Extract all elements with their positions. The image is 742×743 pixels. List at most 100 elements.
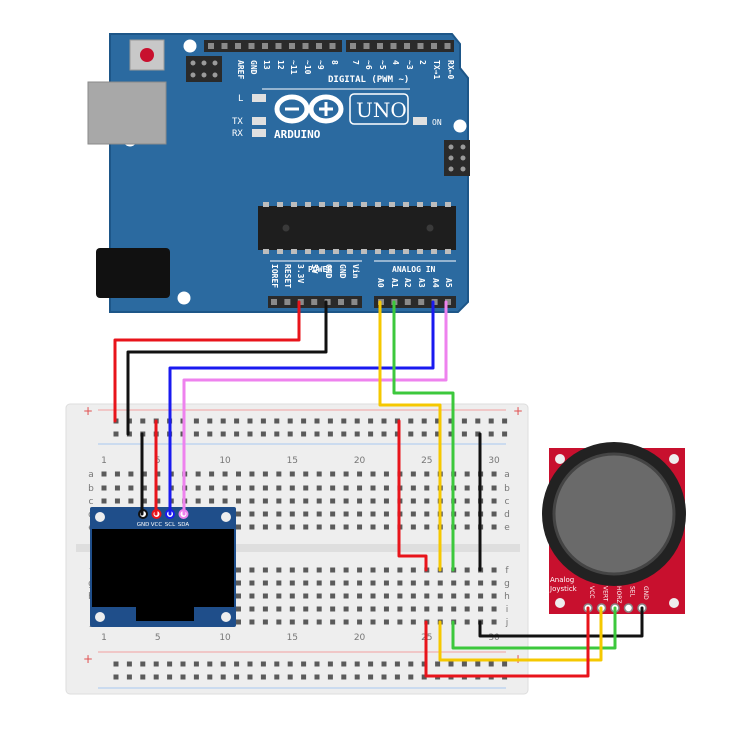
led-l (252, 94, 266, 102)
digital-pin-label: RX←0 (446, 60, 455, 79)
reset-button-cap[interactable] (140, 48, 154, 62)
arduino-model: UNO (356, 98, 407, 122)
analog-header-label: ANALOG IN (392, 265, 436, 274)
mounting-hole (453, 119, 467, 133)
led-l-label: L (238, 94, 243, 104)
row-letter: f (505, 566, 509, 576)
column-number: 25 (421, 456, 432, 466)
row-letter: b (88, 484, 94, 494)
digital-pin-label: ~11 (289, 60, 298, 75)
column-number: 10 (219, 456, 231, 466)
column-number: 30 (488, 633, 500, 643)
power-pin-label: RESET (283, 264, 292, 288)
arduino-brand: ARDUINO (274, 128, 321, 141)
row-letter: g (504, 579, 510, 589)
digital-pin-label: 7 (351, 60, 360, 65)
led-rx-label: RX (232, 129, 243, 139)
wire-3v3-red[interactable] (113, 300, 301, 423)
oled-pin-label: GND (137, 522, 150, 528)
digital-pin-label: 4 (391, 60, 400, 65)
digital-pin-label: ~6 (364, 60, 373, 70)
digital-pin-label: ~9 (316, 60, 325, 70)
joystick-pin-label: HORZ (615, 586, 622, 604)
analog-pin-label: A2 (403, 278, 412, 288)
row-letter: c (89, 497, 94, 507)
digital-pin-label: ~10 (303, 60, 312, 75)
row-letter: e (504, 523, 510, 533)
rail-plus-sign: + (513, 404, 523, 418)
led-rx (252, 129, 266, 137)
column-number: 15 (287, 633, 298, 643)
analog-pin-label: A3 (417, 278, 426, 288)
led-tx-label: TX (232, 117, 243, 127)
digital-pin-label: ~5 (378, 60, 387, 70)
digital-pin-label: ~3 (405, 60, 414, 70)
wire-joy-gnd[interactable] (478, 606, 644, 638)
analog-header (374, 296, 456, 308)
mounting-hole (183, 39, 197, 53)
row-letter: i (506, 605, 509, 615)
breadboard-channel (76, 544, 520, 552)
column-number: 10 (219, 633, 231, 643)
row-letter: d (504, 510, 510, 520)
row-letter: b (504, 484, 510, 494)
analog-pin-label: A0 (376, 278, 385, 288)
atmega-chip (258, 206, 456, 250)
row-letter: a (88, 470, 94, 480)
wire-joy-vcc[interactable] (424, 606, 590, 678)
power-pin-label: GND (324, 264, 333, 279)
joystick-pin-label: VCC (588, 586, 595, 598)
wire-gnd-black[interactable] (126, 300, 328, 436)
power-pin-label: 5V (310, 264, 319, 274)
joystick-pin-label: SEL (629, 586, 636, 598)
mounting-hole (177, 291, 191, 305)
joystick-label-line1: Analog (550, 576, 574, 584)
usb-connector (87, 81, 167, 145)
column-number: 20 (354, 633, 366, 643)
column-number: 30 (488, 456, 500, 466)
wire-a5-pink[interactable] (182, 300, 448, 516)
joystick-pin-label: VERT (602, 586, 609, 602)
oled-ribbon (136, 607, 194, 621)
joystick-knob[interactable] (552, 452, 676, 576)
led-tx (252, 117, 266, 125)
wire-a0-yellow[interactable] (378, 300, 442, 572)
power-pin-label: 3.3V (296, 264, 305, 283)
oled-pin-label: VCC (151, 522, 163, 528)
analog-pin-label: A1 (390, 278, 399, 288)
oled-pin-label: SCL (165, 522, 176, 528)
digital-pin-label: GND (249, 60, 258, 75)
column-number: 5 (155, 456, 161, 466)
column-number: 1 (101, 633, 107, 643)
column-number: 1 (101, 456, 107, 466)
analog-pin-label: A5 (444, 278, 453, 288)
digital-header-label: DIGITAL (PWM ~) (328, 75, 409, 85)
wire-rail-red[interactable] (397, 419, 428, 572)
power-header-label: POWER (308, 265, 332, 274)
rail-plus-sign: + (83, 404, 93, 418)
wire-a1-green[interactable] (392, 300, 455, 572)
digital-pin-label: TX→1 (432, 60, 441, 79)
analog-pin-label: A4 (431, 278, 440, 288)
wire-a4-blue[interactable] (168, 300, 435, 516)
digital-pin-label: 13 (262, 60, 271, 70)
led-on (413, 117, 427, 125)
power-jack (96, 248, 170, 298)
row-letter: j (505, 618, 509, 628)
oled-screen (92, 529, 234, 607)
power-pin-label: IOREF (270, 264, 279, 288)
rail-plus-sign: + (83, 652, 93, 666)
power-pin-label: GND (338, 264, 347, 279)
column-number: 15 (287, 456, 298, 466)
joystick-pin-label: GND (642, 586, 649, 600)
arduino-logo-icon (274, 94, 344, 124)
led-on-label: ON (432, 118, 442, 127)
wire-joy-sel[interactable] (451, 606, 617, 650)
wire-joy-horz[interactable] (438, 606, 603, 662)
power-pin-label: Vin (351, 264, 361, 279)
joystick-pin[interactable] (623, 603, 634, 613)
